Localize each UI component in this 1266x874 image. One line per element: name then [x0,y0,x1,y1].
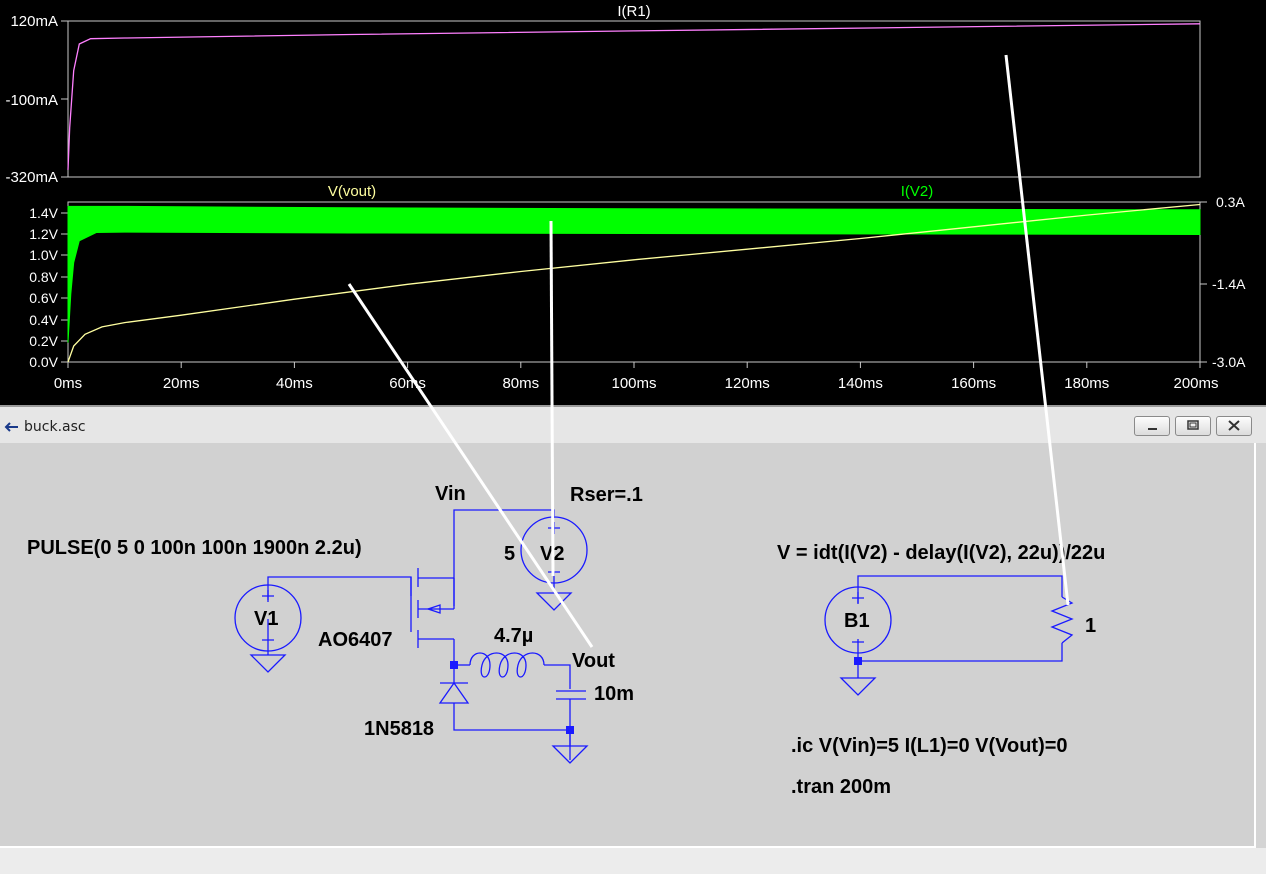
v1-label[interactable]: V1 [254,608,278,630]
schematic-svg: PULSE(0 5 0 100n 100n 1900n 2.2u) V1 V2 … [27,483,1105,798]
ground-icon [249,654,287,673]
trace-label-iv2[interactable]: I(V2) [901,183,934,200]
trace-label-ir1[interactable]: I(R1) [617,3,650,20]
ground-symbols [249,592,877,764]
trace-iv2 [67,205,1201,343]
minimize-button[interactable] [1134,416,1170,436]
bottom-y-tick: 1.0V [29,247,58,263]
bottom-y-tick: 0.8V [29,269,58,285]
v2-label[interactable]: V2 [540,543,564,565]
top-y-tick: -320mA [5,169,58,186]
top-y-tick: 120mA [10,13,58,30]
ic-directive[interactable]: .ic V(Vin)=5 I(L1)=0 V(Vout)=0 [791,735,1068,757]
x-tick-label: 200ms [1173,375,1218,392]
behavioral-source-b1-icon[interactable] [824,586,892,654]
vin-net-label[interactable]: Vin [435,483,466,505]
waveform-viewer[interactable]: I(R1) 120mA -100mA -320mA V(vout) I(V2) … [0,0,1266,405]
right-y-tick: 0.3A [1216,194,1245,210]
right-y-tick: -1.4A [1212,276,1246,292]
b1-expression-label[interactable]: V = idt(I(V2) - delay(I(V2), 22u))/22u [777,542,1105,564]
rser-label[interactable]: Rser=.1 [570,484,643,506]
mosfet-label[interactable]: AO6407 [318,629,393,651]
x-axis-labels: 0ms 20ms 40ms 60ms 80ms 100ms 120ms 140ms 160ms 1… [54,375,1219,392]
window-bottom-edge [0,848,1266,874]
x-tick-label: 140ms [838,375,883,392]
x-tick-label: 80ms [502,375,539,392]
top-y-tick: -100mA [5,92,58,109]
x-tick-label: 120ms [725,375,770,392]
close-button[interactable] [1216,416,1252,436]
diode-label[interactable]: 1N5818 [364,718,434,740]
waveform-svg: I(R1) 120mA -100mA -320mA V(vout) I(V2) … [5,3,1246,392]
pulse-spec-label[interactable]: PULSE(0 5 0 100n 100n 1900n 2.2u) [27,537,362,559]
inductor-value-label[interactable]: 4.7µ [494,625,533,647]
ground-icon [839,677,877,696]
schematic-window[interactable]: buck.asc [0,405,1266,874]
top-plot-frame [67,20,1201,178]
tran-directive[interactable]: .tran 200m [791,776,891,798]
x-tick-label: 160ms [951,375,996,392]
bottom-y-tick: 1.4V [29,205,58,221]
right-y-tick: -3.0A [1212,354,1246,370]
b1-label[interactable]: B1 [844,610,870,632]
trace-label-vout[interactable]: V(vout) [328,183,376,200]
capacitor-value-label[interactable]: 10m [594,683,634,705]
window-title: buck.asc [24,419,86,435]
x-tick-label: 40ms [276,375,313,392]
x-tick-label: 60ms [389,375,426,392]
bottom-y-tick-labels-left: 1.4V 1.2V 1.0V 0.8V 0.6V 0.4V 0.2V 0.0V [29,205,58,370]
bottom-y-tick: 0.0V [29,354,58,370]
x-axis-ticks [67,362,1201,368]
trace-ir1 [67,23,1201,170]
bottom-y-tick: 0.4V [29,312,58,328]
close-icon [1228,420,1240,431]
resistor-value-label[interactable]: 1 [1085,615,1096,637]
x-tick-label: 20ms [163,375,200,392]
x-tick-label: 100ms [611,375,656,392]
schematic-app-icon [4,422,18,432]
voltage-source-v1-icon[interactable] [234,584,302,652]
ground-icon [535,592,573,611]
restore-icon [1187,420,1199,430]
junction-dots [450,657,862,734]
schematic-canvas[interactable]: PULSE(0 5 0 100n 100n 1900n 2.2u) V1 V2 … [0,443,1256,848]
restore-button[interactable] [1175,416,1211,436]
top-y-tick-labels: 120mA -100mA -320mA [5,13,58,186]
bottom-y-tick: 1.2V [29,226,58,242]
bottom-y-tick: 0.2V [29,333,58,349]
window-titlebar[interactable]: buck.asc [0,405,1266,443]
minimize-icon [1148,428,1157,430]
vout-net-label[interactable]: Vout [572,650,615,672]
v2-value-label[interactable]: 5 [504,543,515,565]
x-tick-label: 0ms [54,375,82,392]
bottom-y-tick: 0.6V [29,290,58,306]
bottom-y-tick-labels-right: 0.3A -1.4A -3.0A [1212,194,1246,370]
x-tick-label: 180ms [1064,375,1109,392]
